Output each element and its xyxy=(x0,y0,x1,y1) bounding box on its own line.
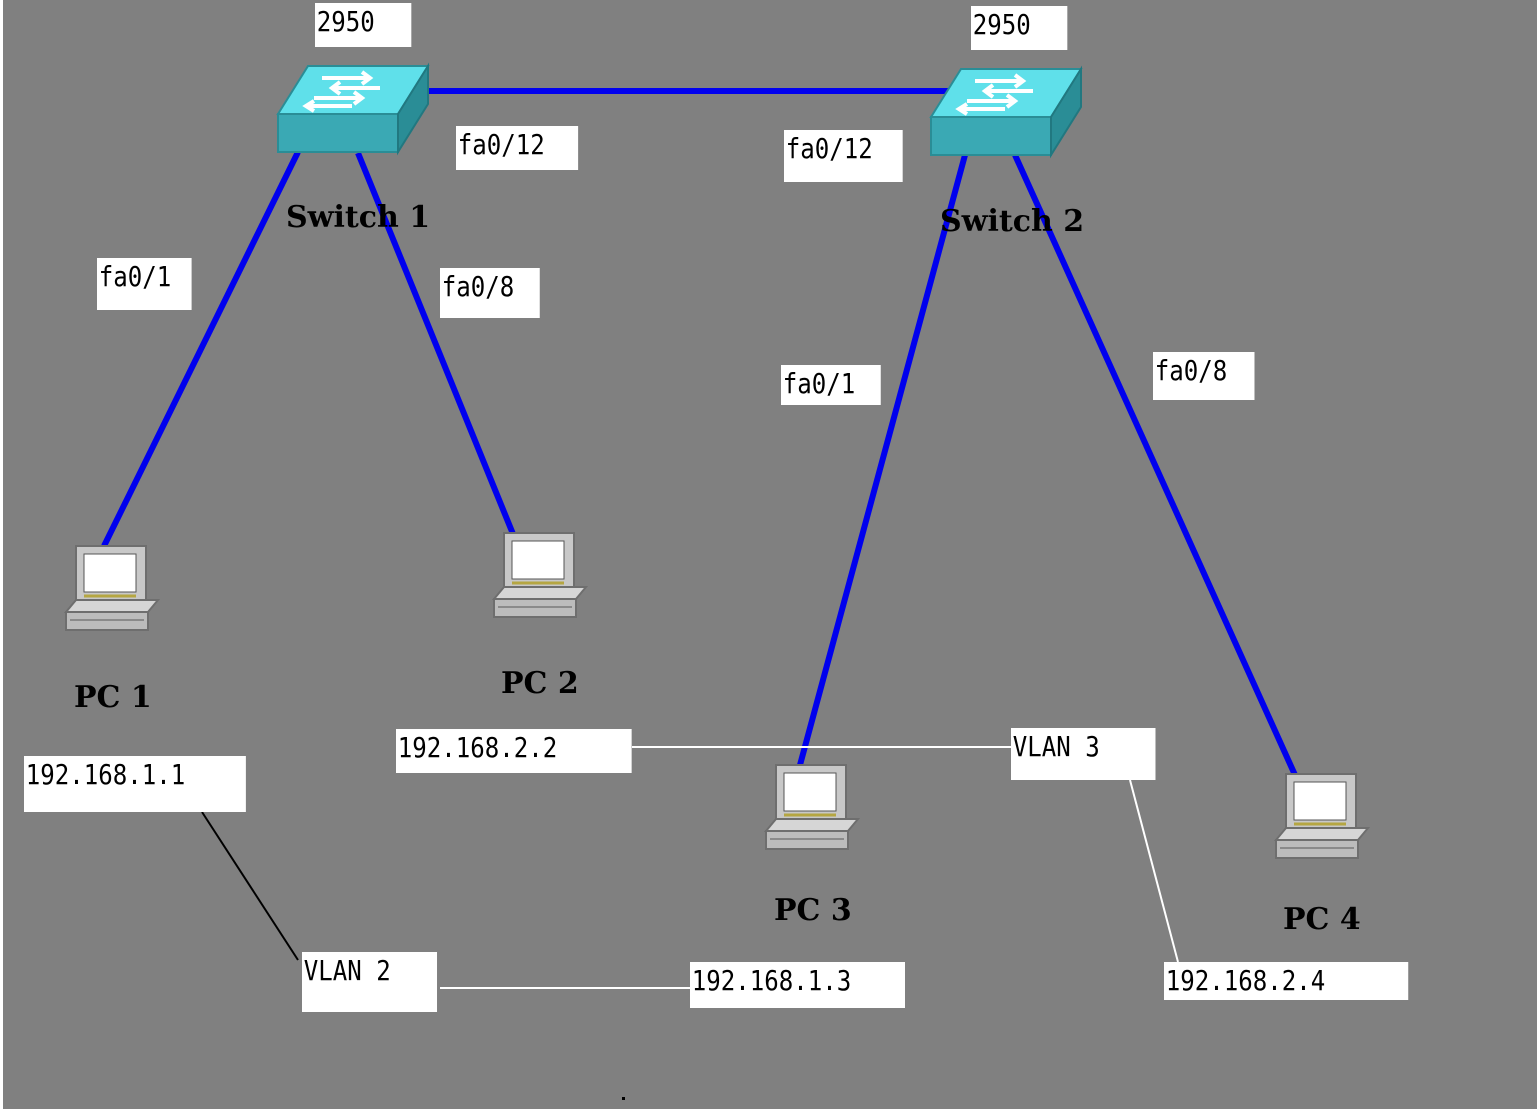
pc-4-icon[interactable] xyxy=(1273,773,1371,859)
port-label-sw1-pc1: fa0/1 xyxy=(97,258,192,310)
ip-label-pc4: 192.168.2.4 xyxy=(1164,962,1409,1000)
pc-1-name: PC 1 xyxy=(74,680,152,715)
annotation-line-pc1-vlan2 xyxy=(201,811,299,961)
vlan-2-label: VLAN 2 xyxy=(302,952,438,1012)
ip-label-pc3: 192.168.1.3 xyxy=(690,962,905,1008)
link-switch1-pc1 xyxy=(101,150,301,548)
annotation-line-vlan3-pc4 xyxy=(1129,779,1179,963)
port-label-sw1-trunk: fa0/12 xyxy=(456,126,579,170)
switch-1-icon[interactable] xyxy=(276,62,430,156)
link-switch2-pc3 xyxy=(797,154,968,766)
port-label-sw2-pc4: fa0/8 xyxy=(1153,352,1255,400)
ip-label-pc2: 192.168.2.2 xyxy=(396,729,632,773)
pc-3-name: PC 3 xyxy=(774,893,852,928)
port-label-sw1-pc2: fa0/8 xyxy=(440,268,540,318)
ip-label-pc1: 192.168.1.1 xyxy=(24,756,246,812)
switch-2-name: Switch 2 xyxy=(940,204,1085,239)
link-switch2-pc4 xyxy=(1012,153,1298,777)
switch-1-name: Switch 1 xyxy=(286,200,431,235)
pc-3-icon[interactable] xyxy=(763,764,861,850)
port-label-sw2-pc3: fa0/1 xyxy=(781,365,881,405)
pc-1-icon[interactable] xyxy=(63,545,161,631)
switch-2-model-label: 2950 xyxy=(971,6,1068,50)
left-border xyxy=(0,0,3,1109)
vlan-3-label: VLAN 3 xyxy=(1011,728,1156,780)
switch-1-model-label: 2950 xyxy=(315,3,412,47)
pc-4-name: PC 4 xyxy=(1283,902,1361,937)
port-label-sw2-trunk: fa0/12 xyxy=(784,130,903,182)
link-switch1-pc2 xyxy=(355,151,516,536)
switch-2-icon[interactable] xyxy=(929,65,1083,159)
pc-2-icon[interactable] xyxy=(491,532,589,618)
stray-dot xyxy=(622,1097,625,1100)
pc-2-name: PC 2 xyxy=(501,666,579,701)
